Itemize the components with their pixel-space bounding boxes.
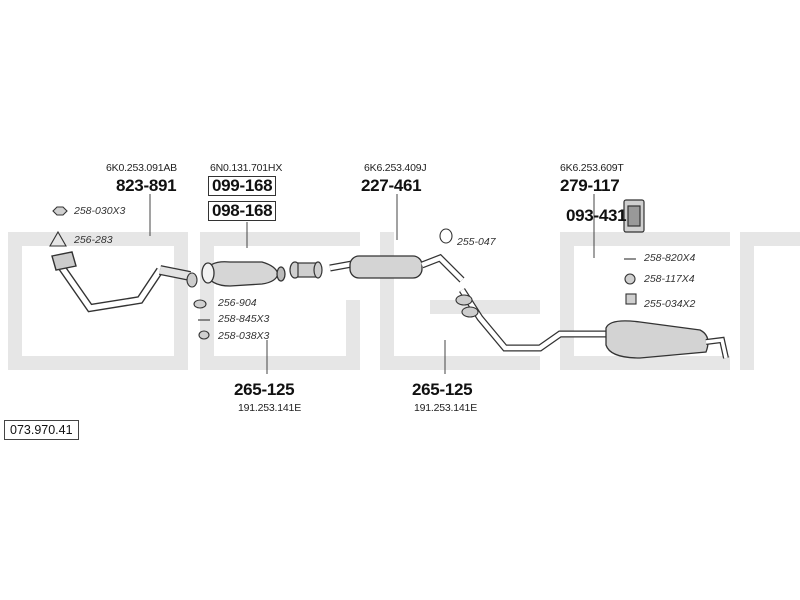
spring-icon <box>198 330 210 340</box>
oem-ref-rear-silencer: 6K6.253.609T <box>560 162 624 174</box>
accessory-rubber-mount: 255-047 <box>457 236 496 248</box>
bracket-icon <box>625 293 637 305</box>
ring-gasket-icon <box>193 299 207 309</box>
connector-shape <box>289 261 323 279</box>
sub-ref-clamp-right: 191.253.141E <box>414 402 477 414</box>
part-number-clamp-left: 265-125 <box>234 380 295 399</box>
part-number-clamp-right: 265-125 <box>412 380 473 399</box>
heat-shield-shape <box>623 199 645 233</box>
part-number-middle-silencer: 227-461 <box>361 176 422 195</box>
washer-icon <box>624 273 636 285</box>
accessory-gasket-front: 256-283 <box>74 234 113 246</box>
accessory-bracket: 255-034X2 <box>644 298 696 310</box>
leader-lines <box>149 194 595 374</box>
part-number-front-pipe: 823-891 <box>116 176 177 195</box>
accessory-screw: 258-820X4 <box>644 252 696 264</box>
front-pipe-shape <box>51 251 191 313</box>
part-number-rear-silencer: 279-117 <box>560 176 620 195</box>
part-number-catalyst-1: 099-168 <box>208 176 277 196</box>
oem-ref-front-pipe: 6K0.253.091AB <box>106 162 177 174</box>
oem-ref-catalyst: 6N0.131.701HX <box>210 162 283 174</box>
oem-ref-middle-silencer: 6K6.253.409J <box>364 162 427 174</box>
accessory-bolt: 258-845X3 <box>218 313 270 325</box>
part-number-catalyst-2: 098-168 <box>208 201 277 221</box>
sub-ref-clamp-left: 191.253.141E <box>238 402 301 414</box>
accessory-nut: 258-030X3 <box>74 205 126 217</box>
gasket-icon <box>49 230 67 247</box>
accessory-gasket-ring: 256-904 <box>218 297 257 309</box>
accessory-icons <box>49 206 637 340</box>
nut-icon <box>52 206 68 216</box>
joint-shapes <box>186 272 479 318</box>
rubber-mount-icon <box>439 228 453 244</box>
accessory-washer: 258-117X4 <box>644 273 695 285</box>
middle-silencer-shape <box>329 253 465 283</box>
diagram-reference: 073.970.41 <box>4 420 79 440</box>
accessory-spring: 258-038X3 <box>218 330 270 342</box>
part-number-heat-shield: 093-431 <box>566 206 627 225</box>
catalyst-shape <box>201 261 286 287</box>
